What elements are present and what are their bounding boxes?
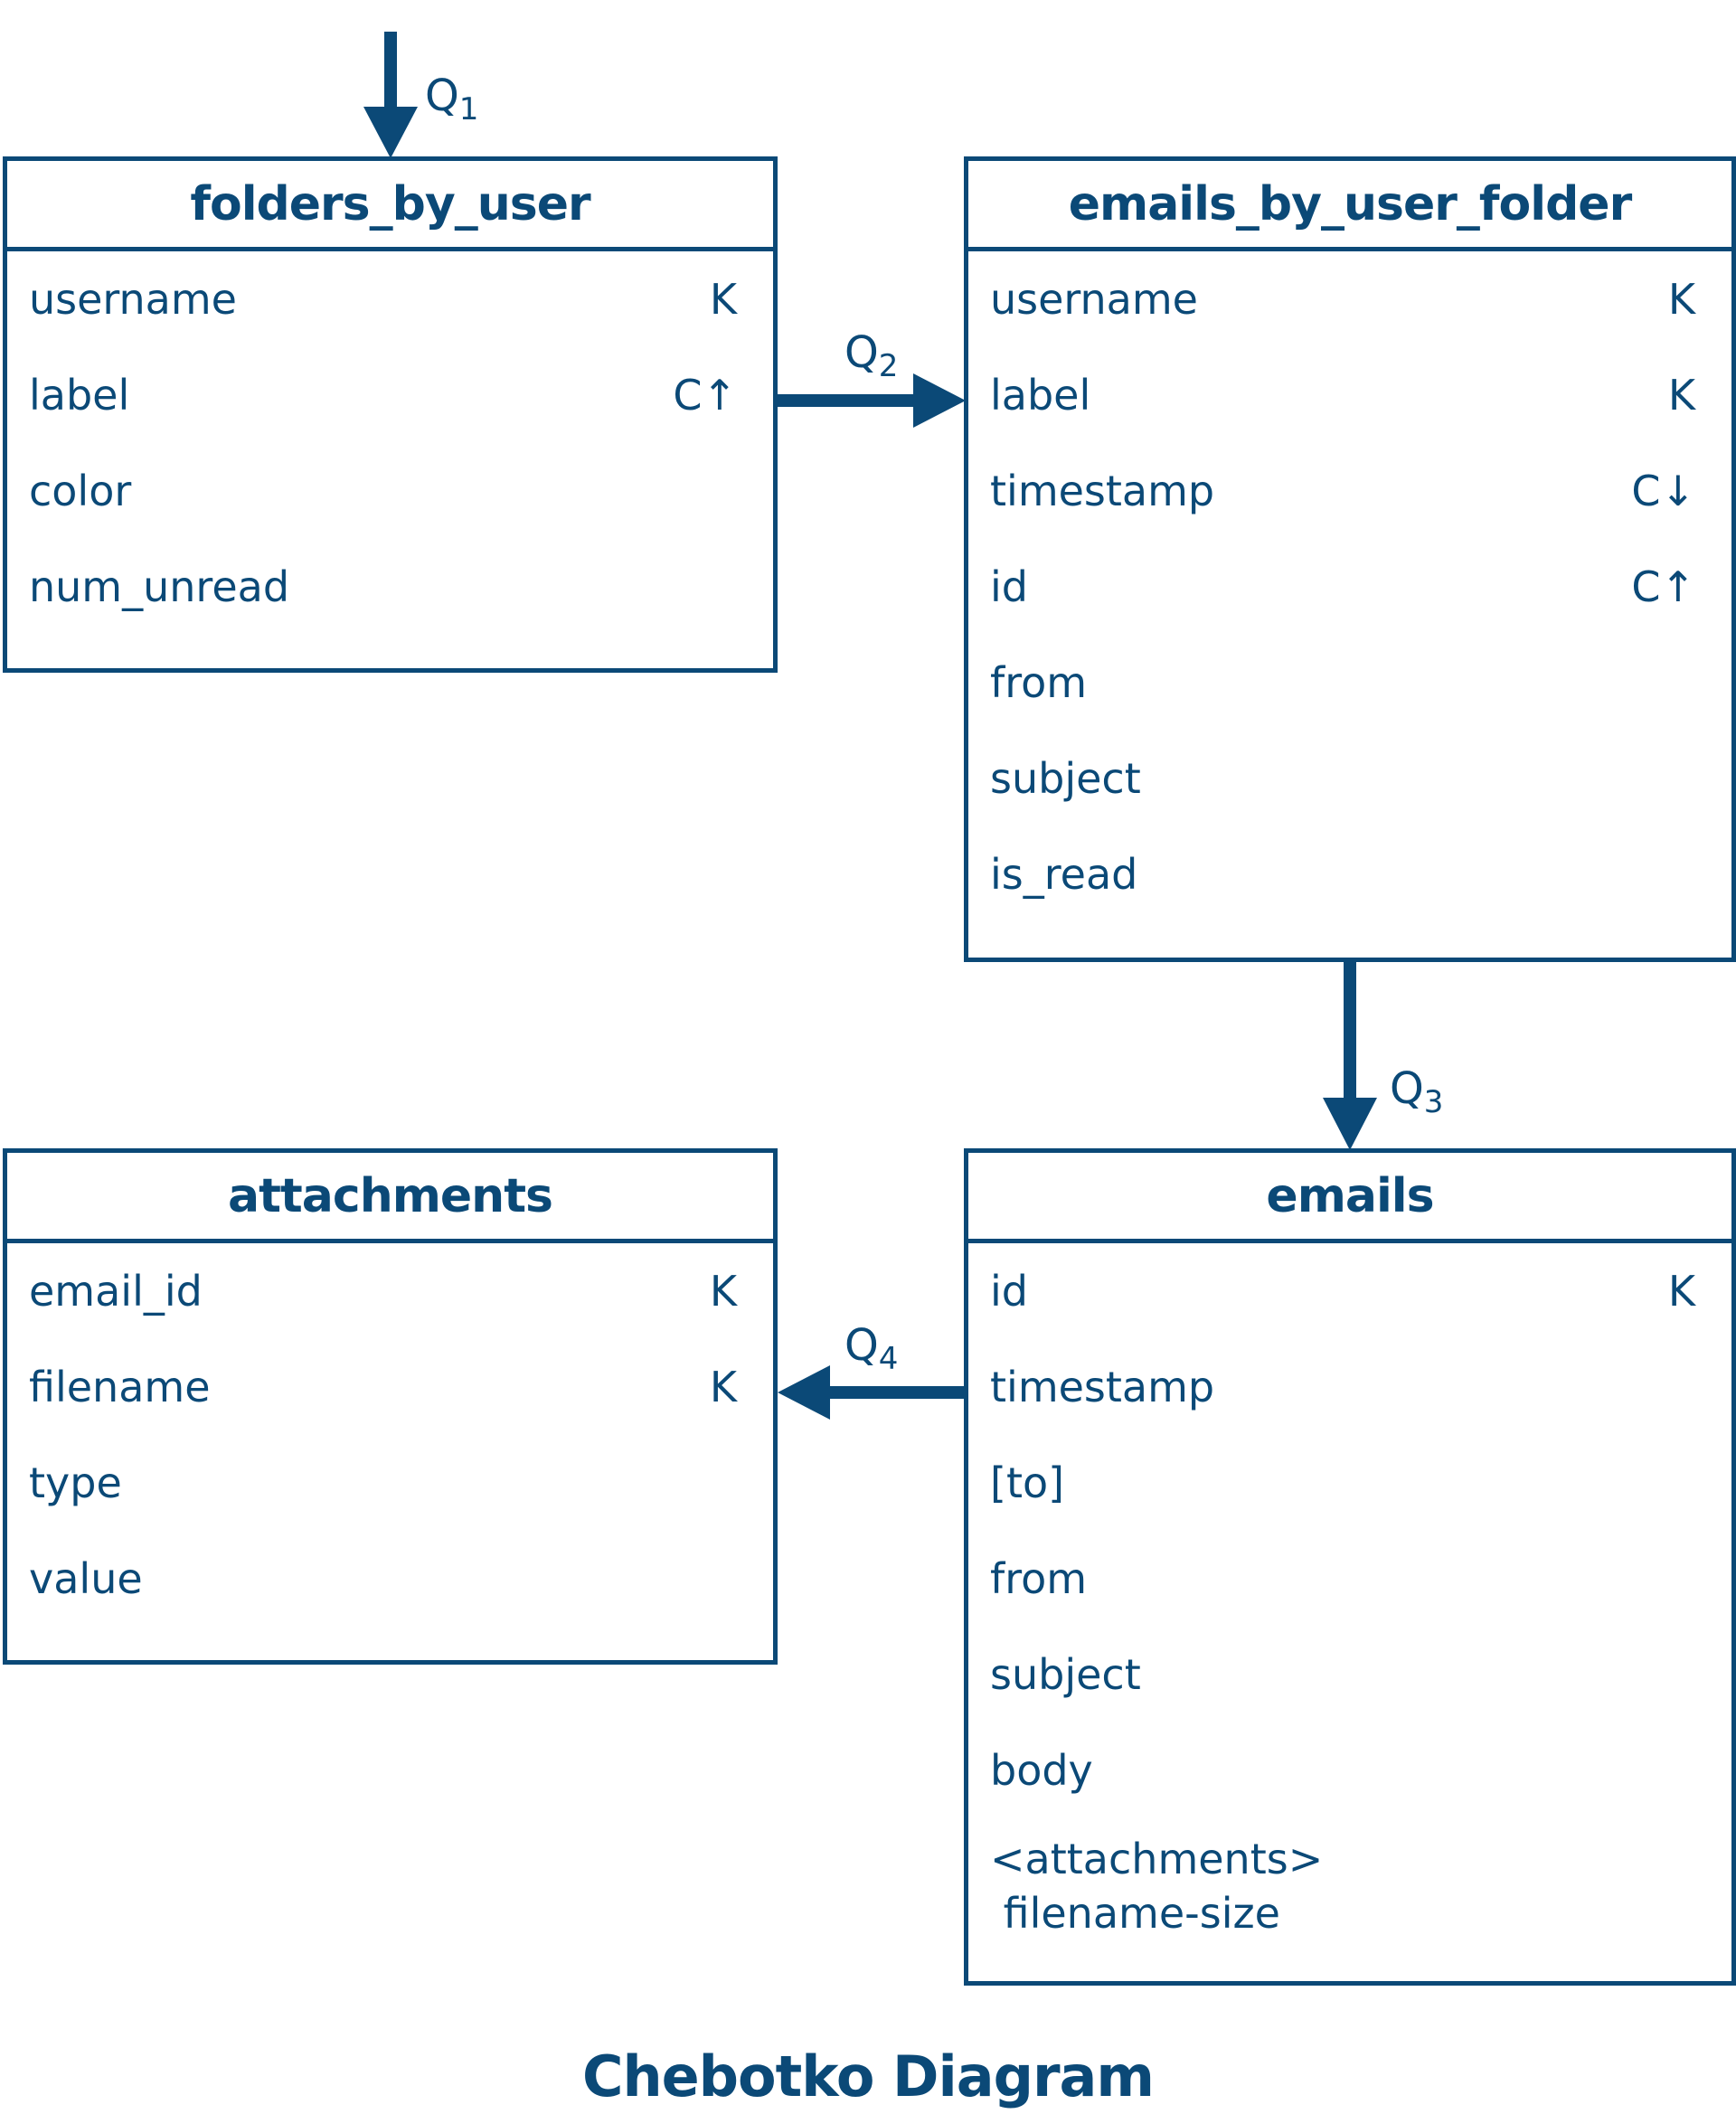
column-key: C↑ [673,371,737,420]
table-row: filename K [7,1339,773,1435]
q4-arrow-head [778,1365,830,1420]
q1-label: Q1 [425,71,478,127]
table-row: username K [7,251,773,347]
column-name: label [990,371,1091,420]
column-key: K [1667,371,1695,420]
table-emails-by-user-folder: emails_by_user_folder username K label K… [964,156,1736,962]
table-row: email_id K [7,1243,773,1339]
table-title: folders_by_user [7,161,773,251]
column-name: subject [990,754,1141,803]
column-key: C↓ [1631,467,1695,515]
table-row: from [968,1531,1731,1627]
diagram-caption: Chebotko Diagram [581,2043,1155,2109]
q3-number: 3 [1423,1084,1444,1120]
table-row: id C↑ [968,539,1731,635]
column-key: K [709,1363,737,1411]
table-row: subject [968,1627,1731,1722]
column-name: email_id [29,1267,203,1316]
q3-letter: Q [1390,1063,1424,1114]
q3-label: Q3 [1390,1063,1443,1120]
column-name: username [990,275,1198,324]
q4-arrow-shaft [823,1386,967,1399]
table-row: value [7,1531,773,1627]
column-name: is_read [990,850,1138,899]
q1-arrow-shaft [384,32,397,122]
table-title: attachments [7,1153,773,1243]
table-row: timestamp C↓ [968,443,1731,539]
table-row: body [968,1722,1731,1818]
column-key: K [709,275,737,324]
table-emails: emails id K timestamp [to] from subject … [964,1148,1736,1986]
column-key: K [1667,275,1695,324]
table-title: emails [968,1153,1731,1243]
column-name: body [990,1746,1093,1795]
q4-label: Q4 [844,1320,898,1377]
q4-letter: Q [844,1320,879,1371]
table-row: is_read [968,826,1731,922]
table-row: subject [968,731,1731,826]
column-name: value [29,1554,143,1603]
table-row: num_unread [7,539,773,635]
table-row: type [7,1435,773,1531]
q1-arrow-head [363,107,418,158]
q2-letter: Q [844,327,879,378]
table-row: username K [968,251,1731,347]
table-row: id K [968,1243,1731,1339]
column-name: subject [990,1650,1141,1699]
q1-letter: Q [425,71,459,121]
column-name: id [990,1267,1028,1316]
table-attachments: attachments email_id K filename K type v… [3,1148,778,1665]
q2-label: Q2 [844,327,898,384]
column-key: K [1667,1267,1695,1316]
column-name: username [29,275,237,324]
column-name: id [990,562,1028,611]
column-name: [to] [990,1458,1065,1507]
column-name: <attachments> filename-size [990,1835,1324,1938]
q4-number: 4 [878,1341,899,1377]
column-name: label [29,371,130,420]
table-row: timestamp [968,1339,1731,1435]
table-row: [to] [968,1435,1731,1531]
q2-number: 2 [878,348,899,384]
q2-arrow-shaft [776,394,920,407]
column-name: color [29,467,132,515]
column-name: type [29,1458,122,1507]
q2-arrow-head [913,373,966,428]
table-row: color [7,443,773,539]
column-name: timestamp [990,467,1215,515]
table-row: <attachments> filename-size [968,1818,1731,1954]
table-row: from [968,635,1731,731]
table-row: label C↑ [7,347,773,443]
q3-arrow-shaft [1344,960,1356,1105]
table-title: emails_by_user_folder [968,161,1731,251]
column-key: C↑ [1631,562,1695,611]
table-row: label K [968,347,1731,443]
column-name: from [990,658,1088,707]
column-key: K [709,1267,737,1316]
column-name: timestamp [990,1363,1215,1411]
column-name: num_unread [29,562,290,611]
q1-number: 1 [458,91,479,127]
q3-arrow-head [1323,1098,1377,1150]
column-name: filename [29,1363,211,1411]
column-name: from [990,1554,1088,1603]
table-folders-by-user: folders_by_user username K label C↑ colo… [3,156,778,673]
